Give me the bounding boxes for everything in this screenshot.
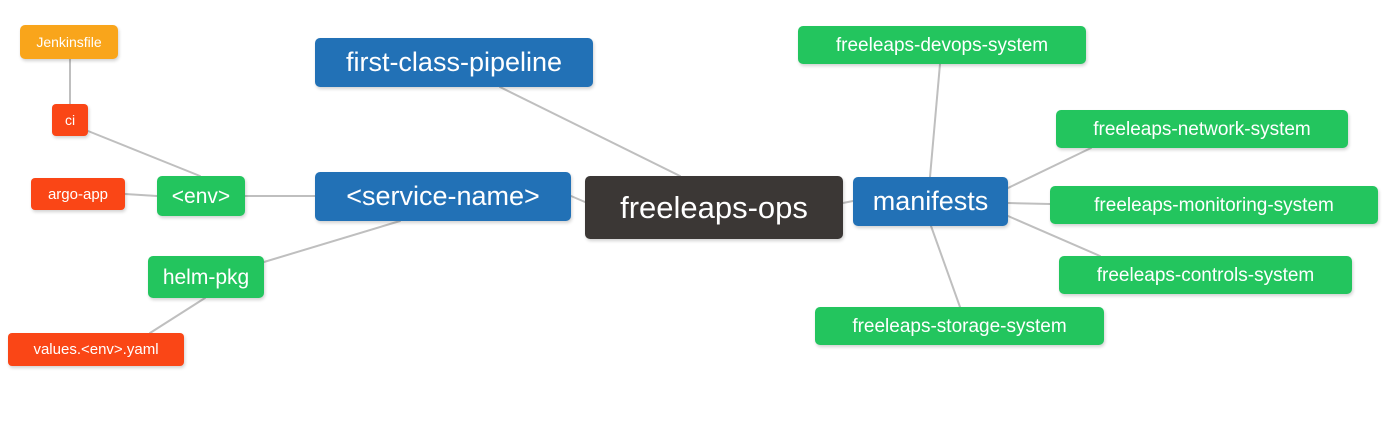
node-label-freeleaps-network-system: freeleaps-network-system (1093, 118, 1311, 140)
node-label-argo-app: argo-app (47, 185, 109, 203)
node-label-freeleaps-storage-system: freeleaps-storage-system (852, 315, 1067, 337)
node-freeleaps-network-system[interactable]: freeleaps-network-system (1056, 110, 1348, 148)
node-label-jenkinsfile: Jenkinsfile (36, 34, 102, 50)
edge-e-manifests-devops (929, 63, 941, 178)
node-label-manifests: manifests (872, 186, 989, 216)
node-label-first-class-pipeline: first-class-pipeline (345, 47, 563, 77)
node-label-freeleaps-controls-system: freeleaps-controls-system (1096, 264, 1315, 286)
node-helm-pkg[interactable]: helm-pkg (148, 256, 264, 298)
edge-e-helm-service (263, 220, 401, 263)
edge-e-values-helm (149, 297, 206, 334)
node-env[interactable]: <env> (157, 176, 245, 216)
node-first-class-pipeline[interactable]: first-class-pipeline (315, 38, 593, 87)
node-label-freeleaps-devops-system: freeleaps-devops-system (835, 34, 1049, 56)
edge-e-argo-env (124, 193, 158, 197)
node-jenkinsfile[interactable]: Jenkinsfile (20, 25, 118, 59)
node-label-values-yaml: values.<env>.yaml (33, 341, 159, 358)
node-argo-app[interactable]: argo-app (31, 178, 125, 210)
node-freeleaps-monitoring-system[interactable]: freeleaps-monitoring-system (1050, 186, 1378, 224)
node-freeleaps-controls-system[interactable]: freeleaps-controls-system (1059, 256, 1352, 294)
edge-e-ci-env (87, 130, 201, 177)
edge-e-service-ops (570, 195, 586, 203)
node-service-name[interactable]: <service-name> (315, 172, 571, 221)
node-values-yaml[interactable]: values.<env>.yaml (8, 333, 184, 366)
edge-e-pipeline-ops (499, 86, 681, 177)
edge-e-manifests-network (1007, 147, 1092, 189)
node-freeleaps-ops[interactable]: freeleaps-ops (585, 176, 843, 239)
node-freeleaps-storage-system[interactable]: freeleaps-storage-system (815, 307, 1104, 345)
edge-e-ops-manifests (842, 200, 854, 204)
node-label-helm-pkg: helm-pkg (162, 265, 250, 289)
node-label-freeleaps-monitoring-system: freeleaps-monitoring-system (1094, 194, 1334, 216)
node-label-env: <env> (171, 184, 231, 208)
node-ci[interactable]: ci (52, 104, 88, 136)
node-label-service-name: <service-name> (346, 181, 540, 211)
node-manifests[interactable]: manifests (853, 177, 1008, 226)
edge-e-manifests-storage (930, 225, 961, 308)
edge-e-manifests-monitoring (1007, 202, 1051, 205)
node-freeleaps-devops-system[interactable]: freeleaps-devops-system (798, 26, 1086, 64)
node-label-freeleaps-ops: freeleaps-ops (620, 190, 808, 225)
node-label-ci: ci (64, 112, 76, 128)
